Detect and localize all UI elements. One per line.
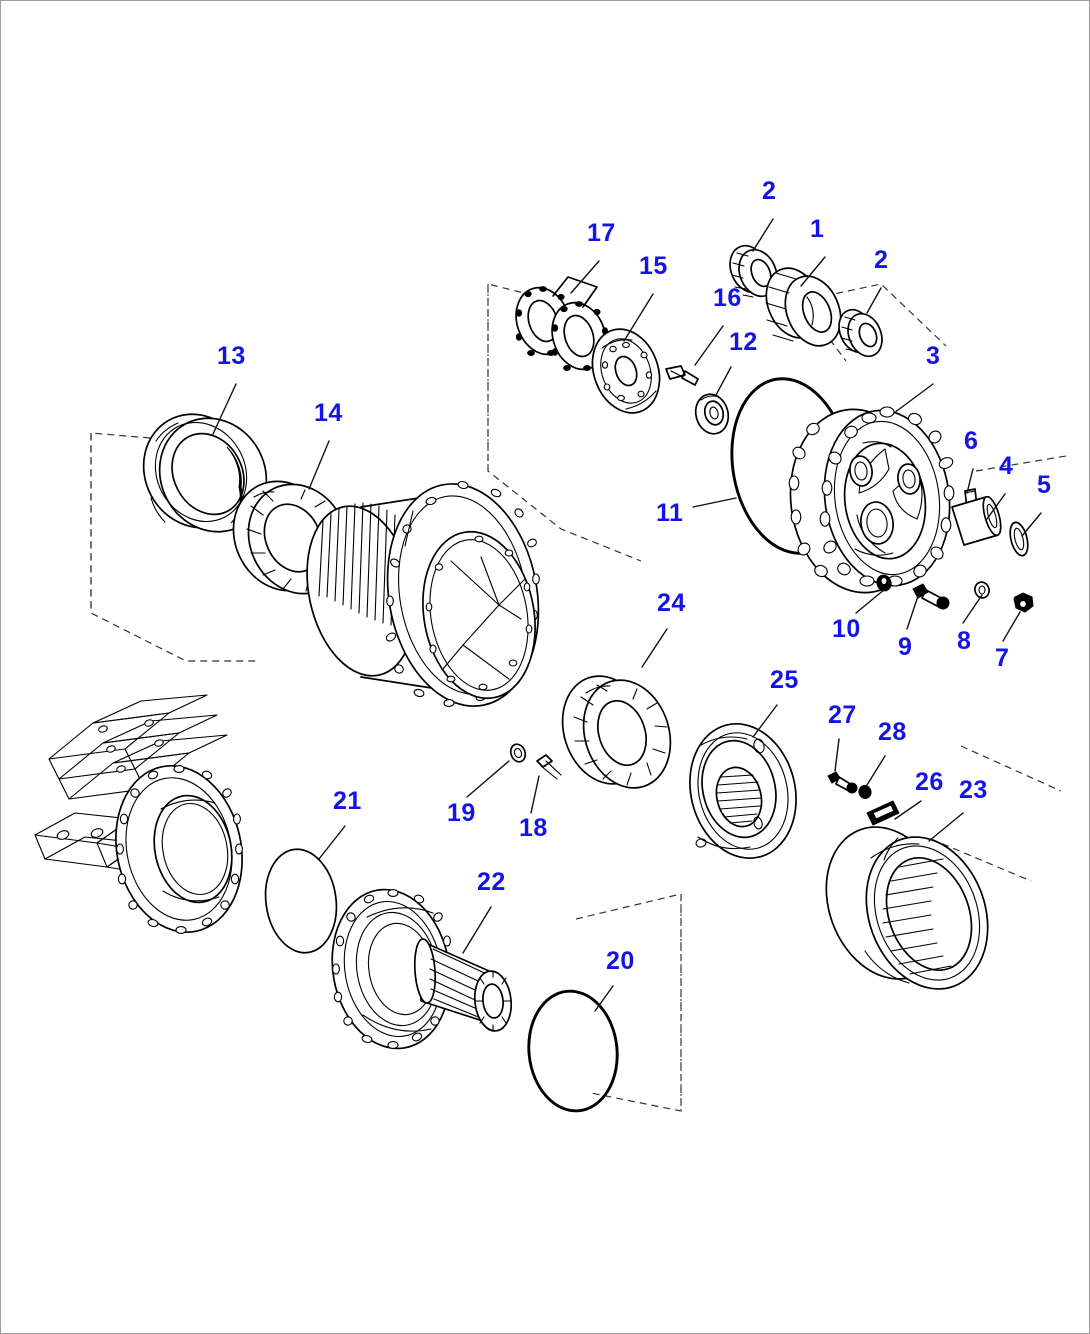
- callout-18[interactable]: 18: [519, 814, 548, 842]
- callout-22[interactable]: 22: [477, 868, 506, 896]
- part-9-bolt: [912, 583, 950, 610]
- callout-16[interactable]: 16: [713, 284, 742, 312]
- callout-21[interactable]: 21: [333, 787, 362, 815]
- section-boundary-upper-mid: [487, 283, 642, 562]
- callout-1[interactable]: 1: [810, 215, 825, 243]
- section-boundary-lower-right: [575, 893, 682, 1112]
- part-24-roller-bearing-right: [561, 675, 672, 789]
- part-13-floating-seal: [142, 413, 268, 533]
- part-17-thrust-washer-pair: [515, 276, 608, 371]
- callout-23[interactable]: 23: [959, 776, 988, 804]
- part-3-sprocket-wheel: [788, 406, 955, 594]
- part-21-hub-o-ring: [264, 848, 338, 954]
- part-20-shaft-o-ring: [527, 989, 619, 1113]
- callout-14[interactable]: 14: [314, 399, 343, 427]
- part-15-cover-plate: [591, 328, 661, 414]
- callout-8[interactable]: 8: [957, 627, 972, 655]
- part-2-roller-bearing-lower: [838, 308, 883, 358]
- callout-6[interactable]: 6: [964, 427, 979, 455]
- callout-4[interactable]: 4: [999, 452, 1014, 480]
- part-25-retainer-plate: [689, 722, 797, 860]
- part-12-bushing: [694, 393, 730, 435]
- callout-2[interactable]: 2: [762, 177, 777, 205]
- part-7-nut: [1013, 592, 1034, 613]
- part-2-roller-bearing-upper: [729, 244, 778, 298]
- callout-5[interactable]: 5: [1037, 471, 1052, 499]
- callout-11[interactable]: 11: [656, 499, 684, 527]
- callout-19[interactable]: 19: [447, 799, 476, 827]
- callout-9[interactable]: 9: [898, 633, 913, 661]
- part-10-plug: [876, 574, 892, 592]
- part-5-seal-ring: [1009, 521, 1029, 557]
- part-28-small-pin: [858, 785, 872, 799]
- main-final-drive-housing: [306, 480, 540, 707]
- part-8-washer: [974, 581, 990, 599]
- part-22-splined-drive-shaft: [331, 888, 513, 1050]
- callout-3[interactable]: 3: [926, 342, 941, 370]
- lower-left-hub-flange: [115, 764, 243, 934]
- callout-7[interactable]: 7: [995, 644, 1010, 672]
- callout-2b[interactable]: 2: [874, 246, 889, 274]
- callout-12[interactable]: 12: [729, 328, 758, 356]
- callout-15[interactable]: 15: [639, 252, 668, 280]
- callout-20[interactable]: 20: [606, 947, 635, 975]
- callout-25[interactable]: 25: [770, 666, 799, 694]
- part-26-key: [866, 800, 900, 826]
- callout-28[interactable]: 28: [878, 718, 907, 746]
- part-4-pin-sleeve: [951, 495, 1002, 546]
- section-boundary-far-right: [930, 455, 1067, 882]
- callout-leader-lines: [212, 218, 1042, 1012]
- part-19-housing-plug: [509, 743, 527, 763]
- part-18-housing-bolt: [536, 754, 562, 780]
- callout-27[interactable]: 27: [828, 701, 857, 729]
- part-16-cover-bolt: [665, 365, 699, 386]
- part-23-large-roller-bearing: [825, 826, 989, 990]
- callout-10[interactable]: 10: [832, 615, 861, 643]
- callout-13[interactable]: 13: [217, 342, 246, 370]
- section-boundary-left: [90, 432, 259, 662]
- part-1-tapered-roller-bearing: [765, 267, 842, 347]
- callout-24[interactable]: 24: [657, 589, 686, 617]
- part-27-small-screw: [827, 771, 858, 794]
- callout-17[interactable]: 17: [587, 219, 616, 247]
- callout-26[interactable]: 26: [915, 768, 944, 796]
